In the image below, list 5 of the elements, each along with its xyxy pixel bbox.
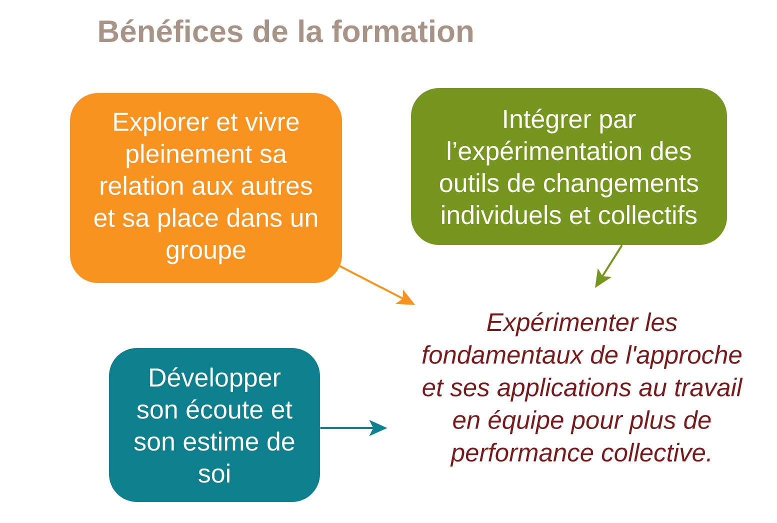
rounded-box: Intégrer par l’expérimentation des outils de changements individuels et collectifs (411, 88, 727, 245)
rounded-box: Développer son écoute et son estime de soi (109, 348, 320, 502)
goal-text: Expérimenter les fondamentaux de l'approche et ses applications au travail en équipe pour plus de performance collective. (422, 312, 743, 467)
rounded-box: Explorer et vivre pleinement sa relation aux autres et sa place dans un groupe (70, 93, 342, 283)
title: Bénéfices de la formation (99, 19, 473, 42)
